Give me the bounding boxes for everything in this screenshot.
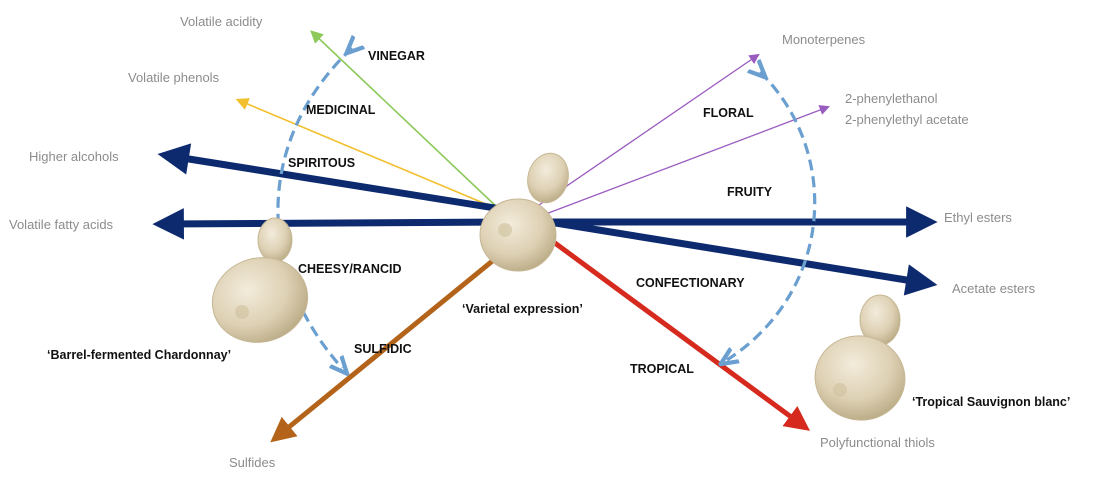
spiritous-label: SPIRITOUS <box>288 156 355 170</box>
volatile-fatty-acids-label: Volatile fatty acids <box>9 217 114 232</box>
higher-alcohols-label: Higher alcohols <box>29 149 119 164</box>
phenylethyl-acetate-label: 2-phenylethyl acetate <box>845 112 969 127</box>
confectionary-label: CONFECTIONARY <box>636 276 745 290</box>
polyfunctional-thiols-arrow <box>540 232 802 425</box>
left-yeast-cells <box>203 218 317 353</box>
volatile-phenols-label: Volatile phenols <box>128 70 220 85</box>
sulfides-label: Sulfides <box>229 455 276 470</box>
varietal-expression-label: ‘Varietal expression’ <box>462 302 583 316</box>
monoterpenes-label: Monoterpenes <box>782 32 866 47</box>
tropical-label: TROPICAL <box>630 362 694 376</box>
polyfunctional-thiols-label: Polyfunctional thiols <box>820 435 935 450</box>
fruity-label: FRUITY <box>727 185 773 199</box>
tropical-sauvignon-label: ‘Tropical Sauvignon blanc’ <box>912 395 1070 409</box>
floral-label: FLORAL <box>703 106 754 120</box>
volatile-fatty-acids-arrow <box>165 222 520 224</box>
barrel-chardonnay-label: ‘Barrel-fermented Chardonnay’ <box>47 348 231 362</box>
medicinal-label: MEDICINAL <box>306 103 376 117</box>
phenylethanol-arrow <box>530 107 828 220</box>
vinegar-label: VINEGAR <box>368 49 425 63</box>
phenylethanol-label: 2-phenylethanol <box>845 91 938 106</box>
central-yeast-cells <box>480 149 574 271</box>
ethyl-esters-label: Ethyl esters <box>944 210 1012 225</box>
volatile-acidity-label: Volatile acidity <box>180 14 263 29</box>
sulfidic-label: SULFIDIC <box>354 342 412 356</box>
right-yeast-cells <box>808 295 911 427</box>
acetate-esters-label: Acetate esters <box>952 281 1036 296</box>
cheesy-rancid-label: CHEESY/RANCID <box>298 262 402 276</box>
